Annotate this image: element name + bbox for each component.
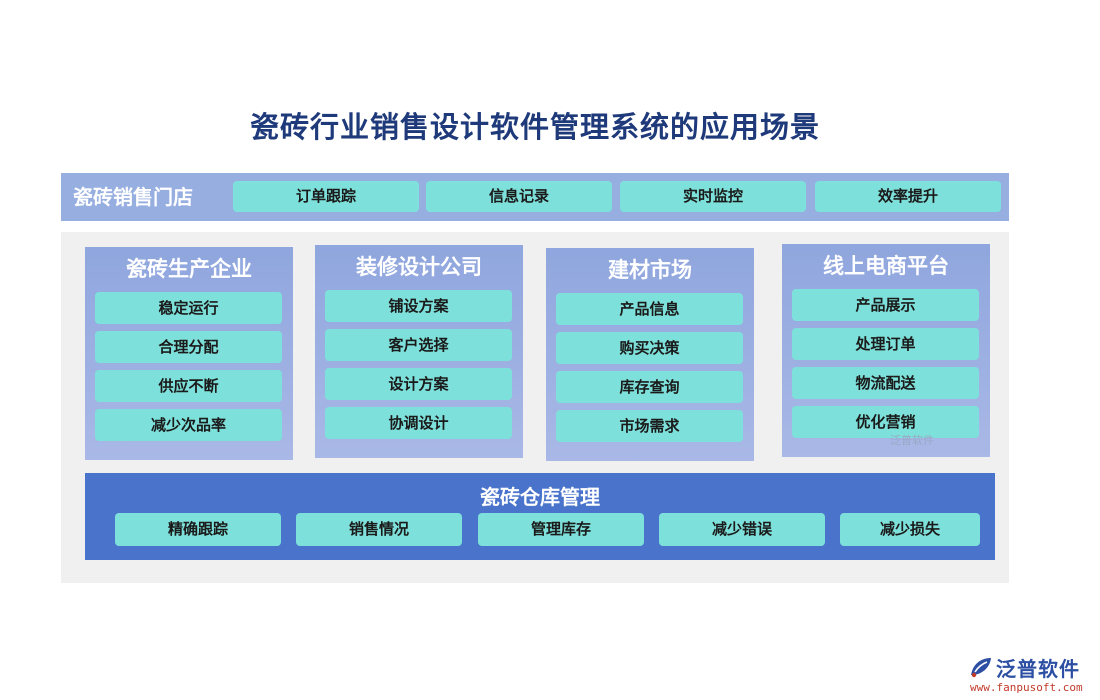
page-title: 瓷砖行业销售设计软件管理系统的应用场景: [249, 110, 820, 144]
store-bar: 瓷砖销售门店 订单跟踪 信息记录 实时监控 效率提升: [61, 173, 1009, 221]
warehouse-panel: 瓷砖仓库管理 精确跟踪 销售情况 管理库存 减少错误 减少损失: [85, 473, 995, 560]
warehouse-item: 减少损失: [840, 513, 980, 546]
card-item: 市场需求: [556, 410, 743, 442]
brand-leaf-icon: [971, 658, 991, 678]
card-item: 优化营销: [792, 406, 979, 438]
card-title: 建材市场: [608, 258, 692, 282]
store-item-info-record: 信息记录: [426, 181, 612, 212]
card-title: 瓷砖生产企业: [126, 257, 252, 281]
warehouse-item: 精确跟踪: [115, 513, 281, 546]
warehouse-item: 减少错误: [659, 513, 825, 546]
card-item: 处理订单: [792, 328, 979, 360]
card-production: 瓷砖生产企业 稳定运行 合理分配 供应不断 减少次品率: [85, 247, 293, 460]
brand-url: www.fanpusoft.com: [970, 681, 1083, 694]
card-item: 减少次品率: [95, 409, 282, 441]
card-item: 购买决策: [556, 332, 743, 364]
watermark: 泛普软件: [890, 434, 934, 447]
card-item: 产品信息: [556, 293, 743, 325]
brand-logo: 泛普软件 www.fanpusoft.com: [968, 655, 1093, 695]
card-decoration: 装修设计公司 铺设方案 客户选择 设计方案 协调设计: [315, 245, 523, 458]
warehouse-title: 瓷砖仓库管理: [480, 485, 600, 509]
warehouse-item: 销售情况: [296, 513, 462, 546]
card-item: 设计方案: [325, 368, 512, 400]
card-item: 产品展示: [792, 289, 979, 321]
card-item: 铺设方案: [325, 290, 512, 322]
warehouse-item: 管理库存: [478, 513, 644, 546]
store-label: 瓷砖销售门店: [73, 185, 193, 209]
card-item: 合理分配: [95, 331, 282, 363]
card-item: 库存查询: [556, 371, 743, 403]
store-item-order-tracking: 订单跟踪: [233, 181, 419, 212]
card-ecommerce: 线上电商平台 产品展示 处理订单 物流配送 优化营销: [782, 244, 990, 457]
card-item: 客户选择: [325, 329, 512, 361]
store-item-realtime-monitor: 实时监控: [620, 181, 806, 212]
brand-name: 泛普软件: [996, 657, 1080, 681]
card-item: 稳定运行: [95, 292, 282, 324]
card-item: 物流配送: [792, 367, 979, 399]
card-item: 供应不断: [95, 370, 282, 402]
card-title: 装修设计公司: [356, 255, 482, 279]
card-building-market: 建材市场 产品信息 购买决策 库存查询 市场需求: [546, 248, 754, 461]
store-item-efficiency: 效率提升: [815, 181, 1001, 212]
card-item: 协调设计: [325, 407, 512, 439]
card-title: 线上电商平台: [823, 254, 949, 278]
